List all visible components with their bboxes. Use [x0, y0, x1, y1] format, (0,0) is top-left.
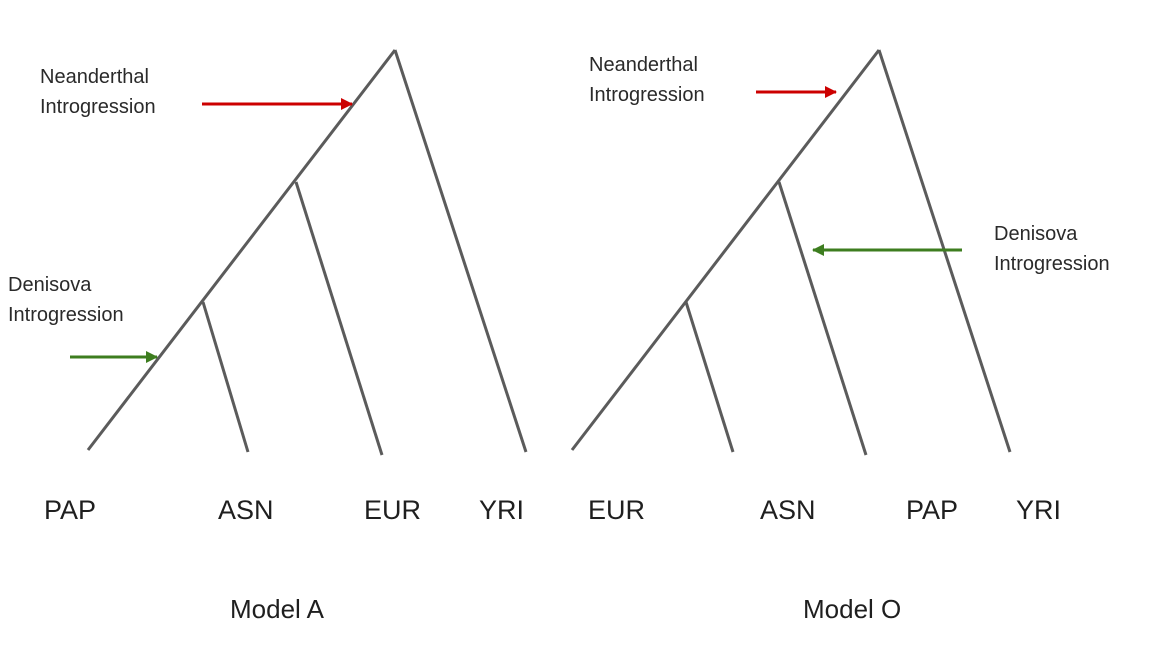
model-a-branch-asn	[201, 301, 250, 453]
model-o-neanderthal-line1: Neanderthal	[589, 54, 698, 76]
model-a-branch-eur	[294, 181, 384, 456]
model-a-leaf-1: PAP	[44, 495, 97, 525]
model-o-leaf-1: EUR	[588, 495, 646, 525]
model-a-leaf-3: EUR	[364, 495, 422, 525]
model-a-tree	[86, 49, 528, 456]
model-a-neanderthal-label: Neanderthal Introgression	[40, 62, 156, 122]
model-o-title: Model O	[803, 594, 902, 624]
model-a-title: Model A	[230, 594, 324, 624]
model-o-neanderthal-label: Neanderthal Introgression	[589, 50, 705, 110]
model-a-neanderthal-line1: Neanderthal	[40, 66, 149, 88]
model-o-leaf-4: YRI	[1016, 495, 1062, 525]
model-a-leaf-4: YRI	[479, 495, 525, 525]
model-o-branch-asn	[684, 301, 735, 453]
model-a-denisova-line2: Introgression	[8, 304, 124, 326]
model-o-leaf-2: ASN	[760, 495, 816, 525]
model-o-neanderthal-line2: Introgression	[589, 84, 705, 106]
model-o-denisova-label: Denisova Introgression	[994, 219, 1110, 279]
model-o-branch-eur	[570, 49, 881, 451]
model-o-denisova-line1: Denisova	[994, 223, 1078, 245]
model-a-leaf-2: ASN	[218, 495, 274, 525]
model-o-denisova-line2: Introgression	[994, 253, 1110, 275]
model-a-neanderthal-line2: Introgression	[40, 96, 156, 118]
model-a-branch-yri	[393, 49, 528, 453]
model-a-denisova-line1: Denisova	[8, 274, 92, 296]
model-a-branch-pap	[86, 49, 397, 451]
model-o-leaf-3: PAP	[906, 495, 959, 525]
model-a-denisova-label: Denisova Introgression	[8, 270, 124, 330]
model-o-tree	[570, 49, 1012, 456]
model-o-branch-pap	[777, 181, 868, 456]
